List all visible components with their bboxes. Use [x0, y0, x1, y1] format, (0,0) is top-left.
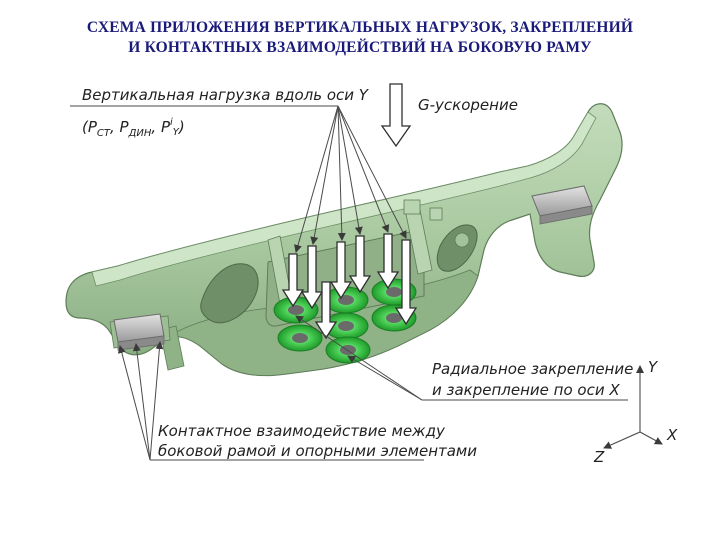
load-leader-1: [294, 105, 339, 253]
spring-4: [277, 324, 323, 352]
load-leader-6: [337, 105, 407, 239]
radial-leader-1: [295, 315, 423, 401]
axis-y-label: Y: [648, 358, 659, 376]
load-arrows: [281, 233, 418, 340]
axis-z-label: Z: [593, 448, 605, 466]
load-arrow-3: [329, 241, 353, 300]
frame-boss: [454, 232, 470, 248]
radial-label-line-2: и закрепление по оси X: [432, 381, 620, 399]
vertical-load-label: Вертикальная нагрузка вдоль оси Y: [82, 86, 370, 104]
axis-x-line: [639, 431, 663, 445]
load-leader-2: [310, 105, 339, 245]
gravity-arrow: [380, 83, 412, 148]
leader-lines: [70, 105, 628, 461]
load-arrow-4: [348, 235, 372, 294]
frame-lug-1: [403, 199, 421, 215]
contact-leader-2: [149, 341, 164, 461]
load-arrow-7: [314, 281, 338, 340]
contact-leader-3: [132, 343, 151, 461]
radial-label-line-1: Радиальное закрепление: [432, 360, 633, 378]
load-arrow-2: [300, 245, 324, 310]
load-leader-3: [337, 105, 346, 241]
contact-label-line-2: боковой рамой и опорными элементами: [158, 442, 477, 460]
title-line-1: СХЕМА ПРИЛОЖЕНИЯ ВЕРТИКАЛЬНЫХ НАГРУЗОК, …: [86, 19, 634, 36]
diagram-title: СХЕМА ПРИЛОЖЕНИЯ ВЕРТИКАЛЬНЫХ НАГРУЗОК, …: [0, 18, 720, 58]
radial-leader-2: [347, 355, 423, 401]
axis-z-line: [603, 431, 641, 449]
load-arrow-5: [376, 233, 400, 290]
title-line-2: И КОНТАКТНЫХ ВЗАИМОДЕЙСТВИЙ НА БОКОВУЮ Р…: [128, 39, 592, 56]
frame-window-left: [200, 263, 259, 324]
gravity-label: G-ускорение: [418, 96, 518, 114]
pad-right-front: [539, 205, 593, 225]
load-leader-4: [337, 105, 363, 235]
load-arrow-6: [394, 239, 418, 326]
axis-triad: [603, 365, 663, 449]
load-arrow-1: [281, 253, 305, 308]
contact-leader-1: [117, 345, 151, 461]
load-leader-5: [337, 105, 390, 233]
contact-label-line-1: Контактное взаимодействие между: [158, 422, 446, 440]
axis-x-label: X: [666, 426, 678, 444]
load-formula: (PСТ, PДИН, PiY): [82, 117, 185, 139]
frame-lug-2: [429, 207, 443, 221]
bearing-pads: [113, 185, 593, 351]
